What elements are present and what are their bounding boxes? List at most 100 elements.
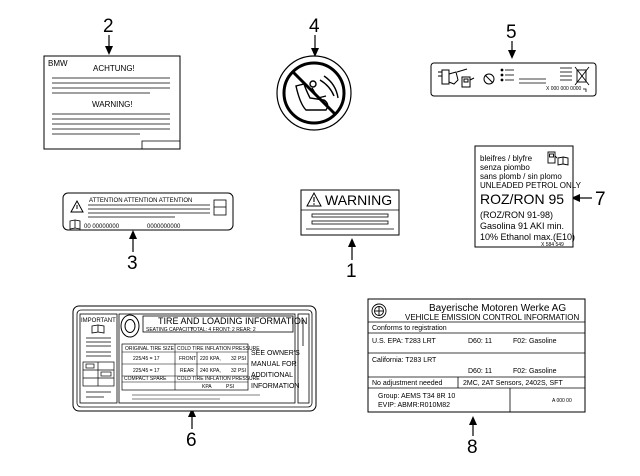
label-emission-control: Bayerische Motoren Werke AG VEHICLE EMIS… bbox=[367, 298, 586, 413]
fuel-nozzle-icon bbox=[438, 68, 468, 85]
tire2-position: REAR bbox=[180, 368, 194, 374]
tire1-psi: 32 PSI bbox=[231, 356, 246, 362]
f02-text-2: F02: Gasoline bbox=[513, 368, 557, 375]
tire1-size: 225/45 = 17 bbox=[133, 356, 160, 362]
prohibition-slash bbox=[290, 69, 338, 117]
bmw-logo-icon bbox=[371, 303, 387, 319]
pump-icon bbox=[461, 76, 475, 88]
emission-title: VEHICLE EMISSION CONTROL INFORMATION bbox=[405, 313, 579, 322]
group-text: Group: AEMS T34 8R 10 bbox=[378, 393, 455, 400]
callout-number-4: 4 bbox=[309, 16, 320, 37]
see-manual-line-4: INFORMATION bbox=[251, 383, 299, 390]
cold-pressure-label: COLD TIRE INFLATION PRESSURE bbox=[177, 346, 260, 352]
arrow-head bbox=[571, 194, 580, 202]
label-fuel-grade: bleifres / blyfre senza piombo sans plom… bbox=[474, 145, 582, 248]
fuel-line-3: sans plomb / sin plomo bbox=[480, 172, 562, 181]
spare-kpa-label: KPA bbox=[202, 384, 212, 390]
label-refuel-symbols: X 000 000 0000 bbox=[430, 62, 597, 97]
arrow-head bbox=[105, 46, 113, 55]
tire1-kpa: 220 KPA, bbox=[200, 356, 221, 362]
callout-7: 7 bbox=[571, 189, 606, 210]
original-tire-size-label: ORIGINAL TIRE SIZE bbox=[125, 346, 175, 352]
compact-spare-label: COMPACT SPARE bbox=[124, 376, 167, 382]
no-disposal-icon bbox=[574, 66, 590, 86]
callout-5: 5 bbox=[506, 22, 517, 59]
no-flame-icon bbox=[483, 73, 495, 85]
arrow-head bbox=[508, 50, 516, 59]
tire-title: TIRE AND LOADING INFORMATION bbox=[158, 316, 307, 326]
fuel-line-4: UNLEADED PETROL ONLY bbox=[480, 181, 582, 190]
label-no-child-seat bbox=[276, 55, 352, 131]
brand-text: BMW bbox=[48, 59, 68, 68]
spare-psi-label: PSI bbox=[226, 384, 234, 390]
bullet-list-icon bbox=[500, 68, 514, 82]
manufacturer-name: Bayerische Motoren Werke AG bbox=[429, 303, 566, 314]
fuel-pump-book-icon bbox=[547, 151, 569, 166]
tire-icon bbox=[120, 314, 140, 338]
callout-number-1: 1 bbox=[346, 261, 357, 282]
seating-capacity-label: SEATING CAPACITY bbox=[146, 327, 194, 333]
cold-pressure-label-2: COLD TIRE INFLATION PRESSURE bbox=[177, 376, 260, 382]
evip-text: EVIP: ABMR:R010M82 bbox=[378, 402, 450, 409]
important-heading: IMPORTANT bbox=[81, 318, 116, 324]
attention-code-b: 0000000000 bbox=[147, 224, 181, 230]
label-tire-loading: IMPORTANT T bbox=[72, 305, 317, 412]
warning-heading: WARNING! bbox=[92, 100, 133, 109]
callout-number-8: 8 bbox=[467, 437, 478, 458]
warning-triangle-icon bbox=[306, 191, 322, 207]
part-code: X 000 000 0000 bbox=[546, 86, 582, 92]
fuel-grade: ROZ/RON 95 bbox=[480, 191, 564, 207]
arrow-head bbox=[188, 408, 196, 417]
manual-book-icon bbox=[69, 219, 81, 230]
attention-box-icon bbox=[213, 199, 227, 216]
tire2-kpa: 240 KPA, bbox=[200, 368, 221, 374]
callout-6: 6 bbox=[186, 408, 197, 451]
emission-code: A 000 00 bbox=[552, 398, 572, 404]
fuel-part-number: X 584 549 bbox=[541, 242, 564, 248]
callout-number-2: 2 bbox=[103, 16, 114, 37]
manual-book-icon bbox=[91, 324, 105, 334]
arrow-head bbox=[311, 48, 319, 57]
see-manual-line-2: MANUAL FOR bbox=[251, 361, 297, 368]
seating-capacity-values: TOTAL: 4 FRONT: 2 REAR: 2 bbox=[190, 327, 256, 333]
fuel-aki: Gasolina 91 AKI min. bbox=[480, 221, 564, 231]
no-adjustment-text: No adjustment needed bbox=[372, 380, 443, 387]
fuel-line-2: senza piombo bbox=[480, 163, 530, 172]
callout-number-5: 5 bbox=[506, 22, 517, 43]
tire1-position: FRONT bbox=[179, 356, 196, 362]
tire2-size: 225/45 = 17 bbox=[133, 368, 160, 374]
f02-text-1: F02: Gasoline bbox=[513, 338, 557, 345]
achtung-heading: ACHTUNG! bbox=[93, 64, 135, 73]
callout-8: 8 bbox=[467, 416, 478, 458]
fuel-line-1: bleifres / blyfre bbox=[480, 154, 533, 163]
callout-number-3: 3 bbox=[127, 253, 138, 274]
callout-4: 4 bbox=[309, 16, 320, 57]
sensors-text: 2MC, 2AT Sensors, 2402S, SFT bbox=[463, 380, 563, 387]
callout-number-6: 6 bbox=[186, 430, 197, 451]
label-warning: WARNING bbox=[300, 189, 400, 236]
california-text: California: T283 LRT bbox=[372, 357, 437, 364]
warning-title: WARNING bbox=[325, 192, 392, 208]
arrow-head bbox=[348, 238, 356, 247]
see-manual-line-3: ADDITIONAL bbox=[251, 372, 293, 379]
arrow-head bbox=[469, 416, 477, 425]
child-seat-icon bbox=[295, 75, 339, 111]
d60-text-2: D60: 11 bbox=[468, 368, 492, 375]
fuel-ethanol: 10% Ethanol max.(E10) bbox=[480, 232, 575, 242]
us-epa-text: U.S. EPA: T283 LRT bbox=[372, 338, 437, 345]
attention-header: ATTENTION ATTENTION ATTENTION bbox=[89, 198, 192, 204]
callout-3: 3 bbox=[127, 230, 138, 274]
callout-1: 1 bbox=[346, 238, 357, 282]
callout-number-7: 7 bbox=[595, 189, 606, 210]
label-attention: ATTENTION ATTENTION ATTENTION 00 0000000… bbox=[62, 192, 234, 231]
seat-diagram-icon bbox=[82, 361, 115, 387]
see-manual-line-1: SEE OWNER'S bbox=[251, 350, 300, 357]
warning-triangle-icon bbox=[70, 199, 84, 213]
conforms-text: Conforms to registration bbox=[372, 325, 447, 332]
fuel-grade-range: (ROZ/RON 91-98) bbox=[480, 210, 553, 220]
label-achtung-warning: BMW ACHTUNG! WARNING! bbox=[43, 55, 181, 150]
attention-code-a: 00 00000000 bbox=[84, 224, 120, 230]
d60-text-1: D60: 11 bbox=[468, 338, 492, 345]
